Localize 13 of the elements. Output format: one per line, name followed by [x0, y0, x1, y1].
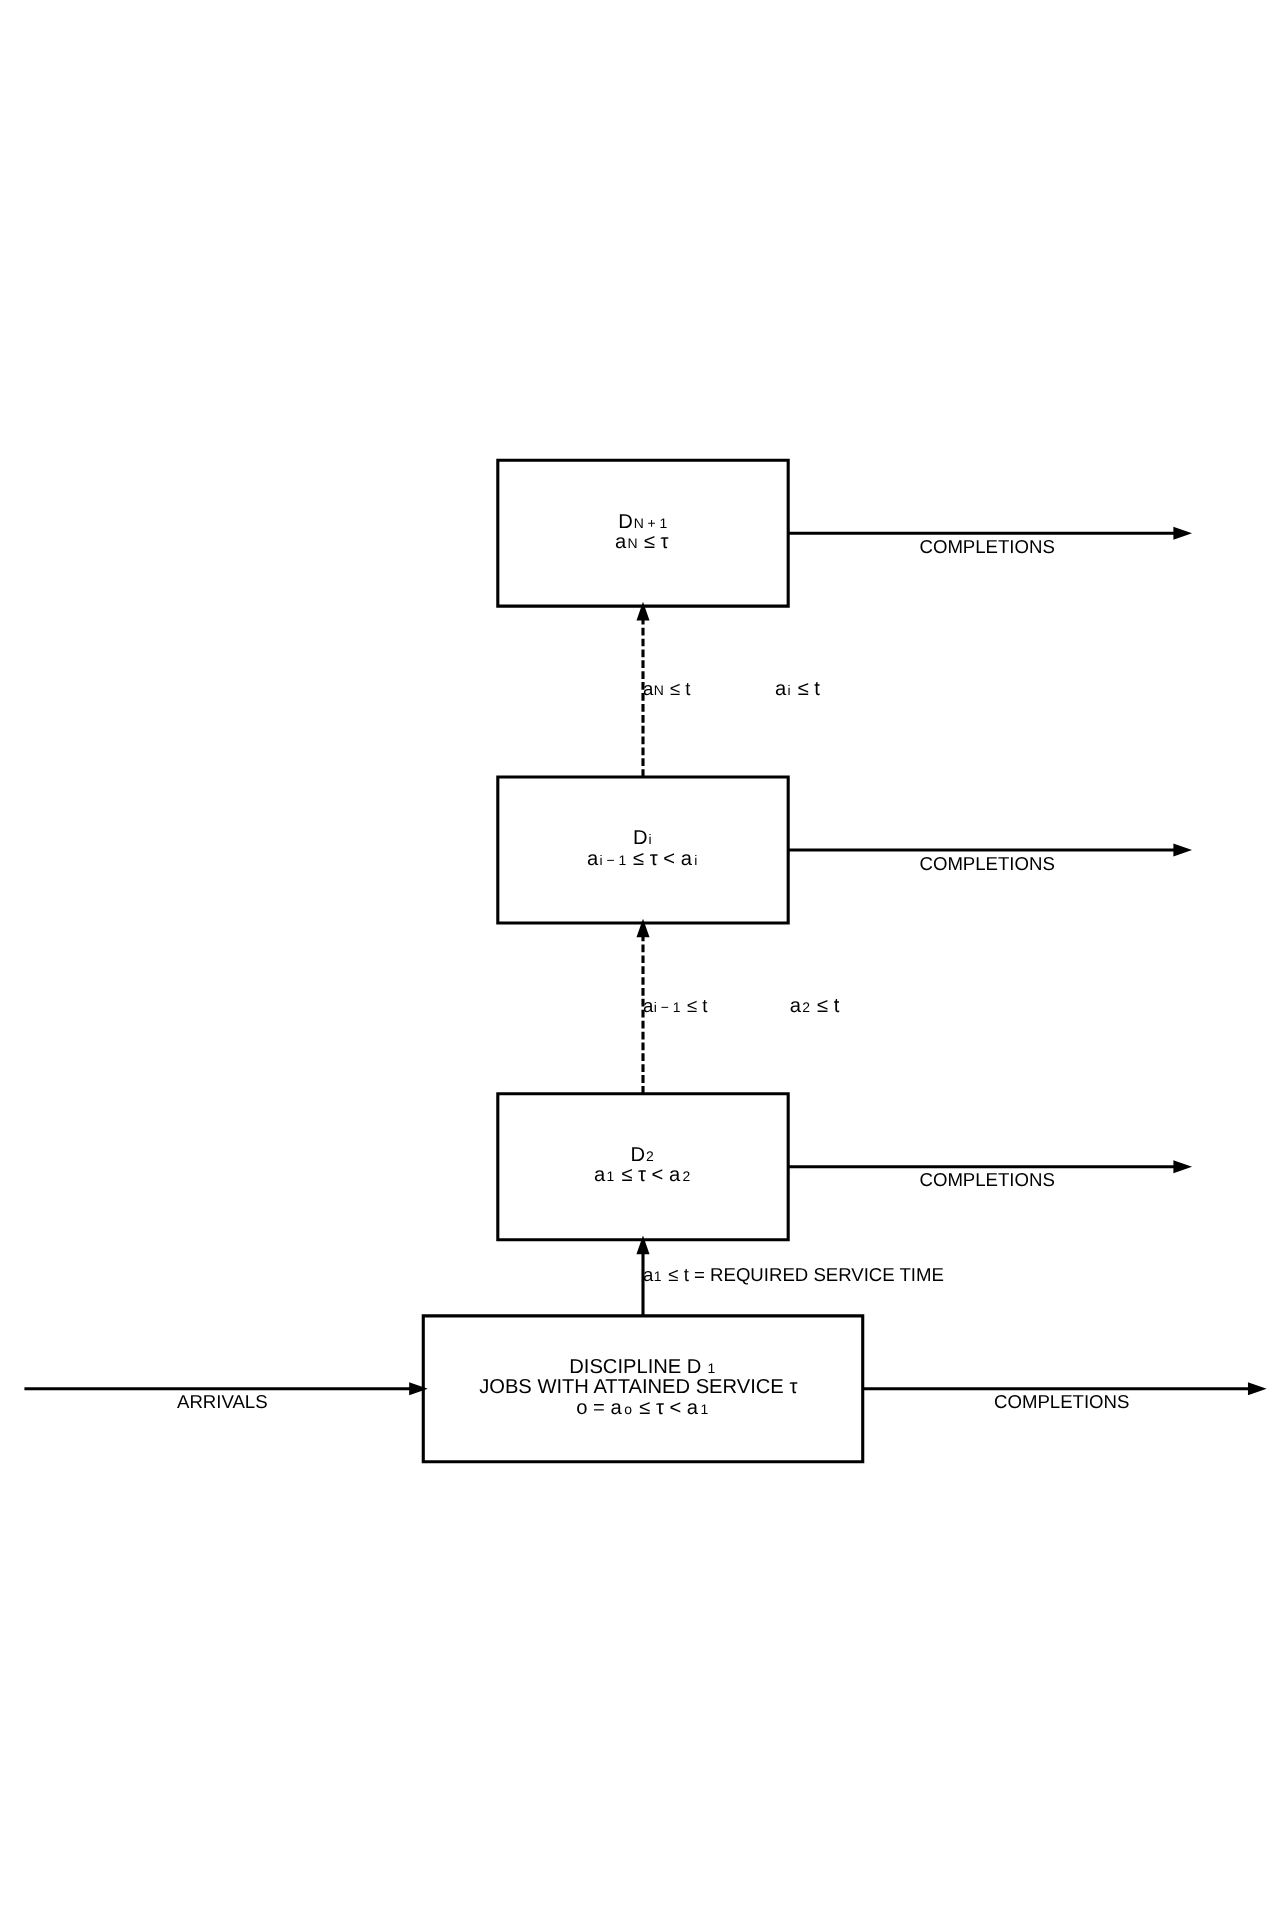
edge-label: COMPLETIONS [919, 852, 1055, 873]
arrow [24, 1381, 428, 1395]
arrow [788, 1159, 1193, 1173]
arrow [636, 917, 650, 1093]
edge-label: COMPLETIONS [994, 1391, 1130, 1412]
arrow [636, 1234, 650, 1315]
arrow [788, 842, 1193, 856]
arrow [636, 600, 650, 776]
edge-label: COMPLETIONS [919, 1169, 1055, 1190]
arrow [862, 1381, 1267, 1395]
edge-label: ARRIVALS [177, 1391, 268, 1412]
arrow [788, 525, 1193, 539]
edge-label: COMPLETIONS [919, 535, 1055, 556]
